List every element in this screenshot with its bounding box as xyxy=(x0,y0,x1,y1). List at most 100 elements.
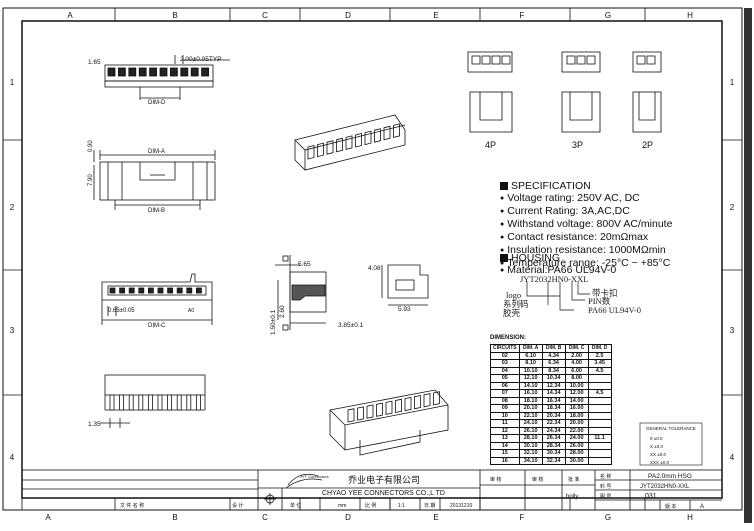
tb-part-value: JYT2032HN0-XXL xyxy=(640,484,690,490)
code-pins: PIN数 xyxy=(588,296,611,306)
table-cell: 12.34 xyxy=(541,381,566,390)
label-dim-b: DIM-B xyxy=(148,208,165,214)
tb-unit-value: mm xyxy=(338,503,346,509)
col-h: H xyxy=(687,11,693,20)
table-cell: 18.00 xyxy=(564,411,589,420)
lead-pin xyxy=(119,394,124,411)
lead-pin xyxy=(138,394,144,411)
dimension-header-0: CIRCUITS xyxy=(490,344,520,353)
col-g: G xyxy=(605,11,611,20)
table-cell: 22.34 xyxy=(541,419,566,428)
col-e-bottom: E xyxy=(433,513,438,522)
tb-signature: bolly xyxy=(566,494,578,500)
col-d-bottom: D xyxy=(345,513,351,522)
label-4p: 4P xyxy=(485,140,496,150)
tb-part-label: 料 号 xyxy=(600,483,611,490)
table-cell: 14.34 xyxy=(541,389,566,398)
col-f: F xyxy=(520,11,525,20)
label-side-385: 3.85±0.1 xyxy=(338,322,364,329)
pin-slot xyxy=(128,287,135,294)
table-cell: 13 xyxy=(490,434,520,443)
label-dim-c: DIM-C xyxy=(148,323,166,329)
tolerance-box xyxy=(639,422,703,466)
iso-connector-bottom xyxy=(329,389,449,456)
pin-cavity xyxy=(190,67,199,77)
table-cell: 30.34 xyxy=(541,449,566,458)
row-1: 1 xyxy=(10,78,15,87)
row-2: 2 xyxy=(10,203,15,212)
tb-date-label: 日 期 xyxy=(424,503,435,509)
tb-date-value: 20131210 xyxy=(450,503,472,509)
pin-slot xyxy=(138,287,145,294)
table-cell: 32.34 xyxy=(541,456,566,465)
table-cell: 3.45 xyxy=(587,359,612,368)
table-cell: 6.34 xyxy=(541,359,566,368)
dimension-title: DIMENSION: xyxy=(490,335,526,341)
table-cell: 03 xyxy=(490,359,520,368)
pin-cavity xyxy=(159,67,168,77)
table-cell: 12.10 xyxy=(518,374,543,383)
code-callout xyxy=(526,282,590,311)
table-cell: 04 xyxy=(490,366,520,375)
table-cell: 09 xyxy=(490,404,520,413)
iso-slot xyxy=(374,128,381,143)
label-side-260: 2.60 xyxy=(279,305,286,318)
table-cell: 14.00 xyxy=(564,396,589,405)
table-cell: 30.10 xyxy=(518,441,543,450)
dimension-header-3: DIM. C xyxy=(564,344,589,353)
tb-drawing-label: 图 号 xyxy=(600,494,611,500)
table-cell: 8.10 xyxy=(518,359,543,368)
table-cell: 18.34 xyxy=(541,404,566,413)
table-cell xyxy=(587,411,612,420)
iso-slot xyxy=(414,395,421,410)
table-cell xyxy=(587,449,612,458)
label-h-090: 0.90 xyxy=(88,140,94,152)
table-cell: 6.00 xyxy=(564,366,589,375)
table-cell: 32.10 xyxy=(518,449,543,458)
front-view xyxy=(93,150,216,210)
lead-pin xyxy=(195,394,201,411)
table-cell: 22.00 xyxy=(564,426,589,435)
label-side-408: 4.08 xyxy=(368,265,381,272)
table-cell: 8.00 xyxy=(564,374,589,383)
table-cell: 16.10 xyxy=(518,389,543,398)
specification-block: SPECIFICATION Voltage rating: 250V AC, D… xyxy=(500,180,672,270)
table-cell: 12 xyxy=(490,426,520,435)
tb-scale-value: 1:1 xyxy=(398,503,405,509)
bottom-view xyxy=(101,273,213,325)
iso-connector-top xyxy=(294,114,406,171)
label-pin-a0: A0 xyxy=(188,308,194,314)
iso-slot xyxy=(357,406,364,421)
iso-slot xyxy=(395,398,402,413)
square-bullet-icon xyxy=(500,254,508,262)
table-cell xyxy=(587,419,612,428)
row-4: 4 xyxy=(10,453,15,462)
col-g-bottom: G xyxy=(605,513,611,522)
pin-cavity xyxy=(169,67,178,77)
code-material: PA66 UL94V-0 xyxy=(588,305,641,315)
pin-cavity xyxy=(107,67,116,77)
iso-slot xyxy=(326,140,334,155)
label-side-565: 5.65 xyxy=(298,261,311,268)
table-cell: 28.34 xyxy=(541,441,566,450)
pin-cavity xyxy=(128,67,137,77)
table-cell: 4.5 xyxy=(587,366,612,375)
table-cell xyxy=(587,396,612,405)
table-cell: 07 xyxy=(490,389,520,398)
table-cell: 18.10 xyxy=(518,396,543,405)
housing-block: HOUSING Material:PA66 UL94V-0 xyxy=(500,252,616,277)
table-cell: 22.10 xyxy=(518,411,543,420)
table-cell: 20.00 xyxy=(564,419,589,428)
iso-slot xyxy=(317,142,324,158)
table-cell: 12.00 xyxy=(564,389,589,398)
table-cell: 6.10 xyxy=(518,351,543,360)
pin-slot xyxy=(167,287,174,294)
label-dim-a: DIM-A xyxy=(148,149,165,155)
